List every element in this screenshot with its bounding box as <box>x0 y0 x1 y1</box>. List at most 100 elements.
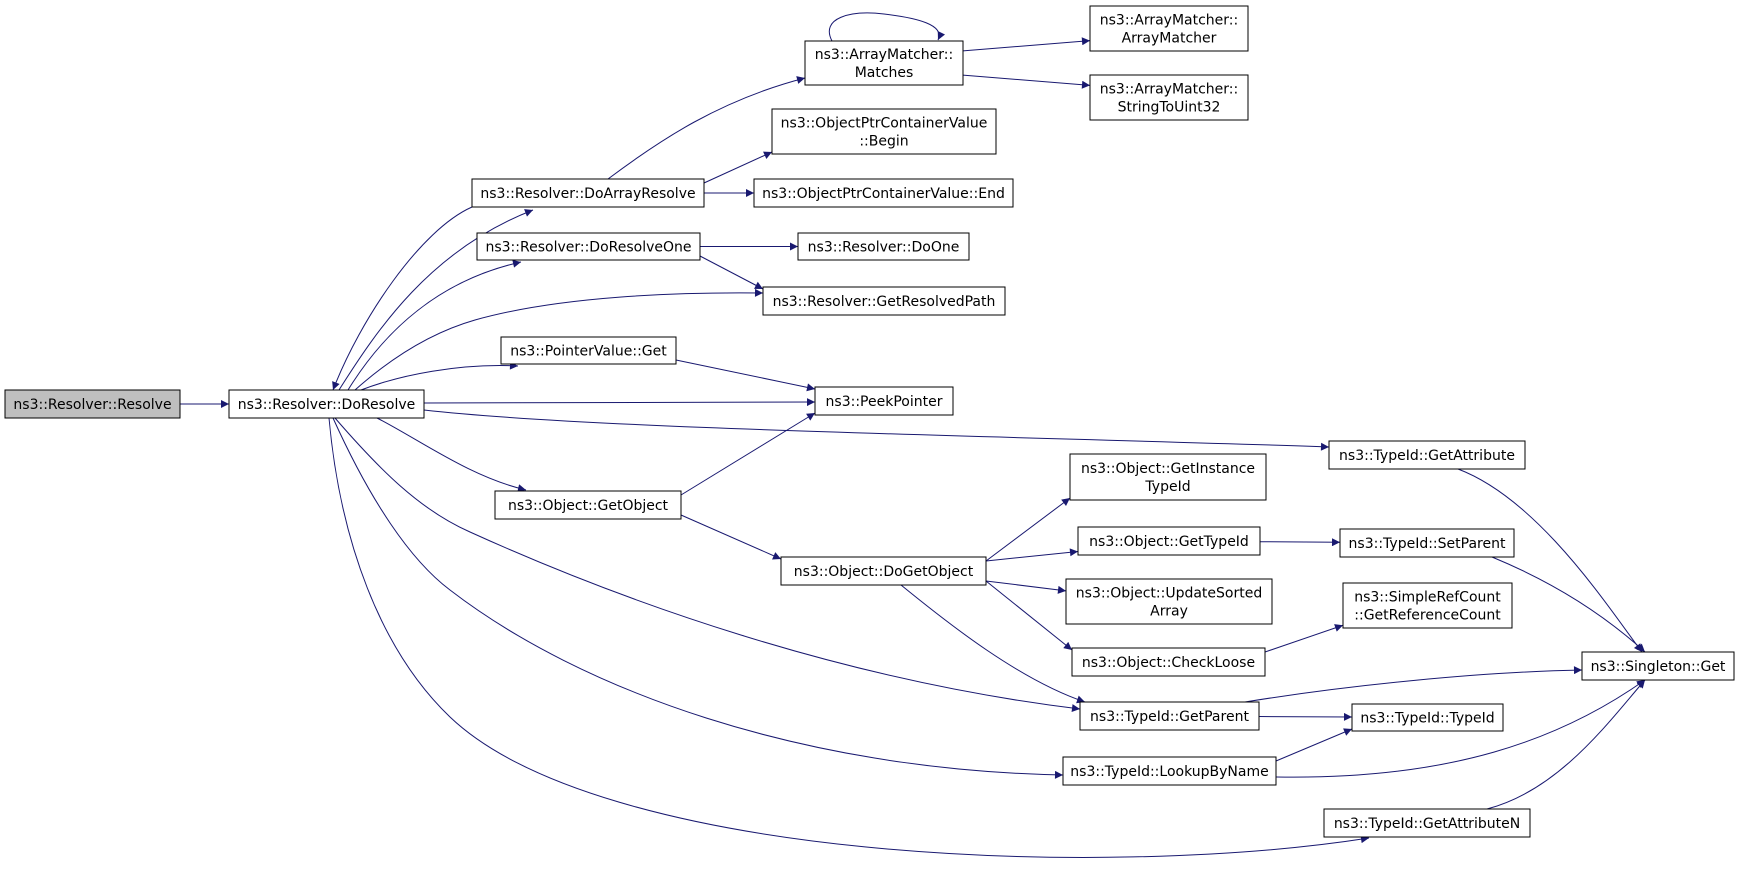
node-label-getinstancetypeid-line-1: TypeId <box>1144 479 1190 495</box>
node-opcv_end[interactable]: ns3::ObjectPtrContainerValue::End <box>753 178 1014 208</box>
edge-dogetobject-to-updatesortedarray <box>985 580 1067 594</box>
node-getresolvedpath[interactable]: ns3::Resolver::GetResolvedPath <box>762 286 1006 316</box>
edge-lookupbyname-to-typeid_typeid <box>1275 728 1353 762</box>
node-box-peekpointer <box>814 386 954 416</box>
node-resolve[interactable]: ns3::Resolver::Resolve <box>4 389 181 419</box>
node-box-object_gettypeid <box>1077 526 1261 556</box>
node-label-resolve-line-0: ns3::Resolver::Resolve <box>13 397 171 413</box>
node-label-opcv_begin-line-1: ::Begin <box>859 134 908 150</box>
edge-doresolve-to-doresolveone <box>347 259 522 391</box>
node-getreferencecount[interactable]: ns3::SimpleRefCount::GetReferenceCount <box>1342 582 1513 629</box>
node-label-lookupbyname-line-0: ns3::TypeId::LookupByName <box>1070 764 1268 780</box>
edge-am_matches-to-am_arraymatcher <box>962 37 1091 52</box>
node-label-getinstancetypeid-line-0: ns3::Object::GetInstance <box>1081 461 1255 477</box>
edge-doarrayresolve-to-doresolve <box>332 206 473 391</box>
node-singleton_get[interactable]: ns3::Singleton::Get <box>1581 651 1735 681</box>
edge-object_gettypeid-to-setparent <box>1259 538 1341 547</box>
node-box-lookupbyname <box>1062 756 1277 786</box>
edge-lookupbyname-to-singleton_get <box>1275 679 1646 778</box>
node-label-opcv_end-line-0: ns3::ObjectPtrContainerValue::End <box>762 186 1005 202</box>
node-box-checkloose <box>1071 647 1266 677</box>
edge-doresolve-to-object_getobject <box>376 417 527 493</box>
node-opcv_begin[interactable]: ns3::ObjectPtrContainerValue::Begin <box>771 108 997 155</box>
edge-doresolve-to-peekpointer <box>423 398 816 407</box>
node-label-getattributen-line-0: ns3::TypeId::GetAttributeN <box>1334 816 1520 832</box>
node-peekpointer[interactable]: ns3::PeekPointer <box>814 386 954 416</box>
edge-pointervalue_get-to-peekpointer <box>675 359 816 392</box>
node-box-opcv_begin <box>771 108 997 155</box>
edge-checkloose-to-getreferencecount <box>1264 624 1344 653</box>
node-object_gettypeid[interactable]: ns3::Object::GetTypeId <box>1077 526 1261 556</box>
node-label-getreferencecount-line-0: ns3::SimpleRefCount <box>1354 590 1501 606</box>
node-lookupbyname[interactable]: ns3::TypeId::LookupByName <box>1062 756 1277 786</box>
node-label-singleton_get-line-0: ns3::Singleton::Get <box>1591 659 1726 675</box>
node-box-object_getobject <box>494 490 682 520</box>
node-label-am_matches-line-0: ns3::ArrayMatcher:: <box>815 47 954 63</box>
node-object_getobject[interactable]: ns3::Object::GetObject <box>494 490 682 520</box>
edge-doresolve-to-getattributen <box>328 417 1370 858</box>
node-label-opcv_begin-line-0: ns3::ObjectPtrContainerValue <box>781 116 988 132</box>
node-am_stringtouint32[interactable]: ns3::ArrayMatcher::StringToUint32 <box>1089 74 1249 121</box>
node-typeid_typeid[interactable]: ns3::TypeId::TypeId <box>1351 703 1504 732</box>
edge-layer <box>180 12 1646 858</box>
node-am_arraymatcher[interactable]: ns3::ArrayMatcher::ArrayMatcher <box>1089 5 1249 52</box>
edge-setparent-to-singleton_get <box>1491 556 1646 653</box>
node-label-doarrayresolve-line-0: ns3::Resolver::DoArrayResolve <box>480 186 695 202</box>
node-label-peekpointer-line-0: ns3::PeekPointer <box>826 394 943 410</box>
node-box-dogetobject <box>780 556 987 586</box>
node-am_matches[interactable]: ns3::ArrayMatcher::Matches <box>804 40 964 86</box>
node-label-am_arraymatcher-line-1: ArrayMatcher <box>1122 31 1217 47</box>
node-box-getattributen <box>1323 808 1531 838</box>
node-box-getparent <box>1079 701 1260 731</box>
node-getattributen[interactable]: ns3::TypeId::GetAttributeN <box>1323 808 1531 838</box>
node-label-doresolve-line-0: ns3::Resolver::DoResolve <box>238 397 416 413</box>
node-label-am_stringtouint32-line-0: ns3::ArrayMatcher:: <box>1100 82 1239 98</box>
node-label-getparent-line-0: ns3::TypeId::GetParent <box>1090 709 1249 725</box>
node-box-doresolveone <box>476 232 701 261</box>
edge-dogetobject-to-getinstancetypeid <box>985 497 1071 562</box>
node-box-doresolve <box>228 389 425 419</box>
node-setparent[interactable]: ns3::TypeId::SetParent <box>1339 528 1515 558</box>
edge-doresolve-to-getparent <box>334 417 1081 713</box>
node-box-opcv_end <box>753 178 1014 208</box>
edge-doresolveone-to-getresolvedpath <box>699 255 764 290</box>
node-box-getinstancetypeid <box>1069 453 1267 501</box>
node-label-gettypeattribute-line-0: ns3::TypeId::GetAttribute <box>1339 448 1515 464</box>
edge-doresolve-to-getresolvedpath <box>354 288 764 391</box>
node-box-typeid_typeid <box>1351 703 1504 732</box>
node-dogetobject[interactable]: ns3::Object::DoGetObject <box>780 556 987 586</box>
node-pointervalue_get[interactable]: ns3::PointerValue::Get <box>500 336 677 365</box>
node-box-am_arraymatcher <box>1089 5 1249 52</box>
node-box-pointervalue_get <box>500 336 677 365</box>
node-box-singleton_get <box>1581 651 1735 681</box>
node-box-resolve <box>4 389 181 419</box>
node-getparent[interactable]: ns3::TypeId::GetParent <box>1079 701 1260 731</box>
node-doresolveone[interactable]: ns3::Resolver::DoResolveOne <box>476 232 701 261</box>
node-gettypeattribute[interactable]: ns3::TypeId::GetAttribute <box>1328 440 1526 470</box>
node-label-object_gettypeid-line-0: ns3::Object::GetTypeId <box>1089 534 1249 550</box>
node-label-checkloose-line-0: ns3::Object::CheckLoose <box>1082 655 1255 671</box>
node-doresolve[interactable]: ns3::Resolver::DoResolve <box>228 389 425 419</box>
node-checkloose[interactable]: ns3::Object::CheckLoose <box>1071 647 1266 677</box>
node-label-doone-line-0: ns3::Resolver::DoOne <box>808 240 960 256</box>
node-box-gettypeattribute <box>1328 440 1526 470</box>
node-box-getresolvedpath <box>762 286 1006 316</box>
node-label-am_stringtouint32-line-1: StringToUint32 <box>1118 100 1221 116</box>
node-doone[interactable]: ns3::Resolver::DoOne <box>797 232 970 261</box>
edge-doresolve-to-lookupbyname <box>332 417 1064 779</box>
node-label-am_arraymatcher-line-0: ns3::ArrayMatcher:: <box>1100 13 1239 29</box>
node-label-updatesortedarray-line-0: ns3::Object::UpdateSorted <box>1076 586 1262 602</box>
node-label-object_getobject-line-0: ns3::Object::GetObject <box>508 498 669 514</box>
edge-doresolve-to-pointervalue_get <box>360 361 519 391</box>
node-label-doresolveone-line-0: ns3::Resolver::DoResolveOne <box>485 240 691 256</box>
node-doarrayresolve[interactable]: ns3::Resolver::DoArrayResolve <box>471 178 705 208</box>
node-box-getreferencecount <box>1342 582 1513 629</box>
edge-doarrayresolve-to-am_matches <box>607 76 806 180</box>
node-box-am_stringtouint32 <box>1089 74 1249 121</box>
node-label-typeid_typeid-line-0: ns3::TypeId::TypeId <box>1360 711 1494 727</box>
edge-dogetobject-to-getparent <box>900 584 1086 704</box>
edge-am_matches-to-am_stringtouint32 <box>962 74 1091 89</box>
node-label-updatesortedarray-line-1: Array <box>1150 604 1188 620</box>
